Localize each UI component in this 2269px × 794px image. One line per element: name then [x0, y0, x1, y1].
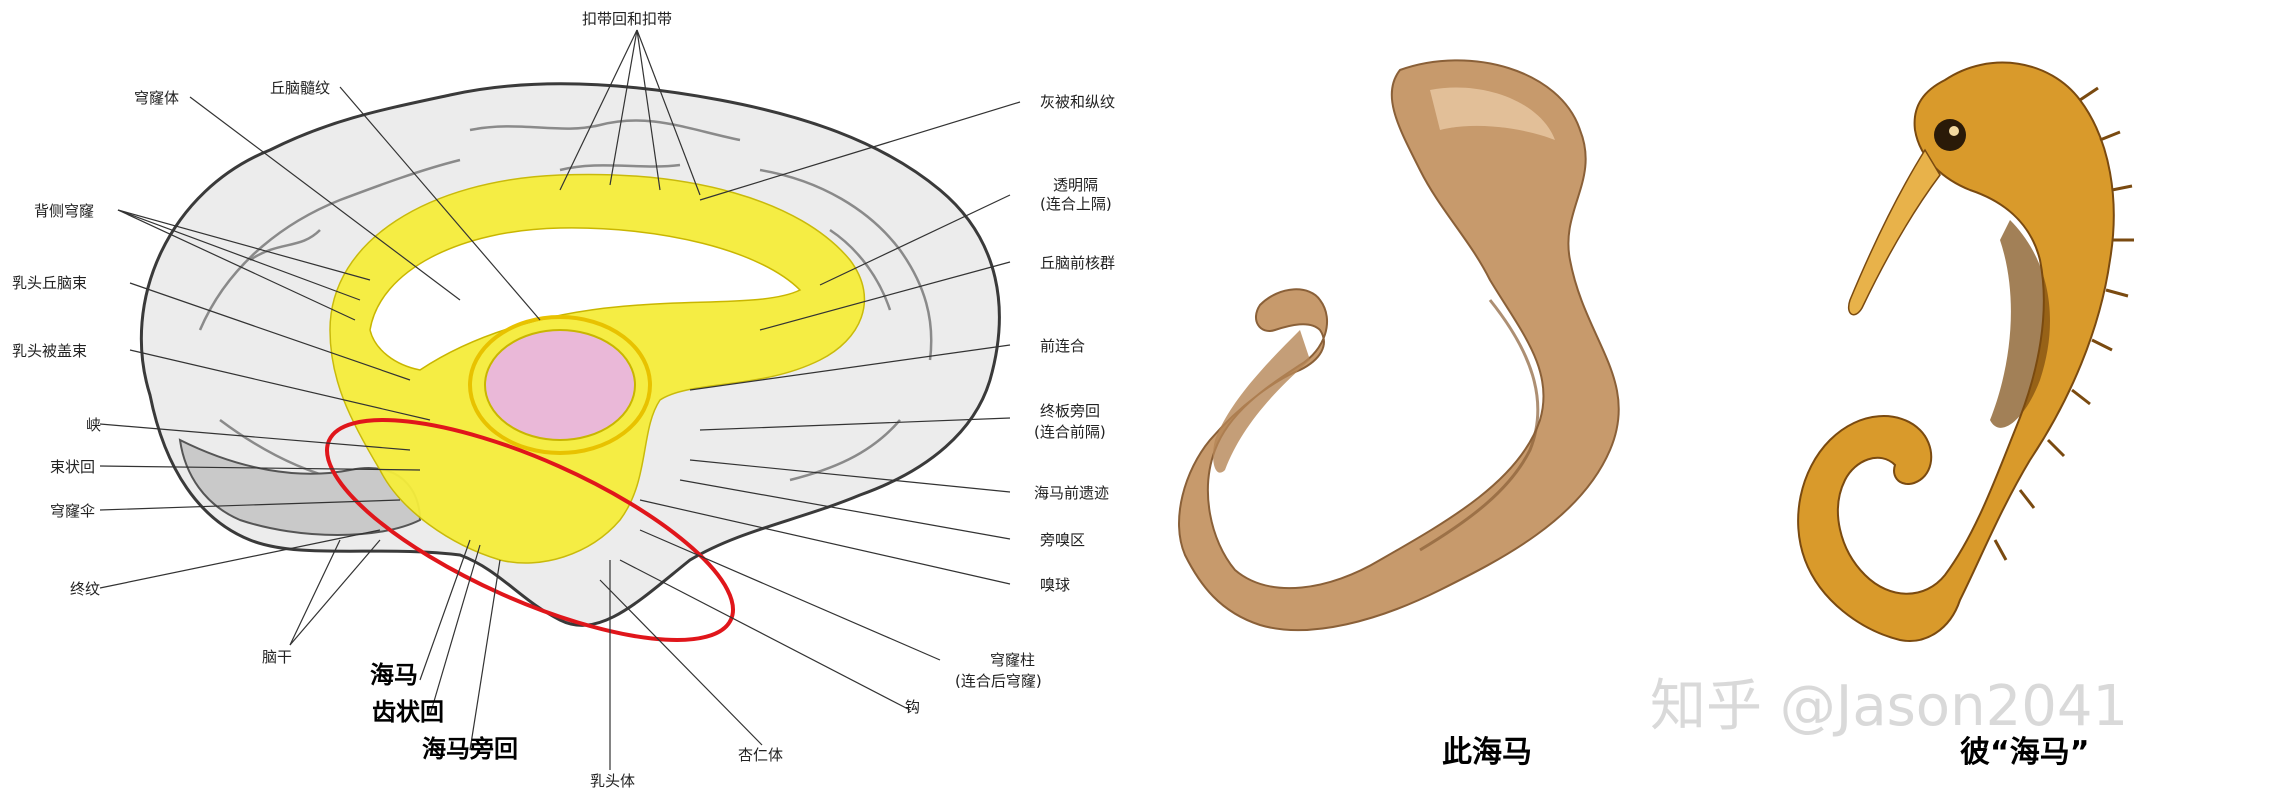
caption-this-hippocampus: 此海马: [1442, 735, 1532, 770]
label-fornix-body: 穹窿体: [134, 89, 179, 107]
corpus-callosum: [369, 227, 802, 371]
label-cingulate: 扣带回和扣带: [582, 10, 672, 28]
brainstem-region: [178, 438, 422, 536]
label-fornix-column-sub: (连合后穹窿): [955, 672, 1042, 690]
brain-diagram: 扣带回和扣带 穹窿体 丘脑髓纹 背侧穹窿 乳头丘脑束 乳头被盖束 峡 束状回 穹…: [12, 10, 1115, 790]
label-anterior-commissure: 前连合: [1040, 337, 1085, 355]
specimen-body: [1178, 59, 1620, 632]
label-indusium: 灰被和纵纹: [1040, 93, 1115, 111]
label-paraterminal: 终板旁回: [1040, 402, 1100, 420]
label-septum-sub: (连合上隔): [1040, 195, 1112, 213]
hippocampus-specimen: 此海马: [1178, 59, 1620, 770]
label-stria-terminalis: 终纹: [70, 580, 100, 598]
seahorse-spines: [1993, 86, 2134, 561]
leader-lines: [99, 29, 1021, 770]
thalamus: [484, 329, 636, 441]
seahorse-dark-belly: [1990, 220, 2050, 428]
label-fornix-column: 穹窿柱: [990, 651, 1035, 669]
label-mammillothalamic: 乳头丘脑束: [12, 274, 87, 292]
label-fornix-crus: 穹窿伞: [50, 502, 95, 520]
label-dentate-gyrus: 齿状回: [372, 698, 444, 726]
seahorse-photo: 彼“海马”: [1797, 61, 2134, 770]
specimen-fold: [1419, 299, 1540, 552]
thalamus-rim: [468, 315, 652, 455]
label-hippocampal-rudiment: 海马前遗迹: [1034, 484, 1109, 502]
label-parahippocampal: 海马旁回: [422, 735, 518, 763]
hippocampus-highlight-ring: [325, 418, 735, 642]
specimen-tail: [1213, 330, 1310, 473]
watermark: 知乎 @Jason2041: [1650, 674, 2128, 739]
label-septum: 透明隔: [1053, 176, 1098, 194]
label-olfactory-area: 旁嗅区: [1040, 531, 1085, 549]
label-mammillotegmental: 乳头被盖束: [12, 342, 87, 360]
label-uncus: 钩: [905, 698, 920, 716]
label-amygdala: 杏仁体: [738, 746, 783, 764]
label-hippocampus: 海马: [370, 661, 418, 689]
label-isthmus: 峡: [86, 416, 101, 434]
label-paraterminal-sub: (连合前隔): [1034, 423, 1106, 441]
seahorse-eye: [1934, 119, 1966, 151]
label-thalamic-stria: 丘脑髓纹: [270, 79, 330, 97]
seahorse-eye-shine: [1949, 126, 1959, 136]
label-anterior-thalamic: 丘脑前核群: [1040, 254, 1115, 272]
label-olfactory-bulb: 嗅球: [1040, 576, 1070, 594]
gyri-texture: [198, 119, 933, 482]
label-dorsal-fornix: 背侧穹窿: [34, 202, 94, 220]
label-mammillary-body: 乳头体: [590, 772, 635, 790]
label-brainstem: 脑干: [262, 648, 292, 666]
caption-that-hippocampus: 彼“海马”: [1960, 735, 2089, 770]
label-fasciolar: 束状回: [50, 458, 95, 476]
specimen-highlight: [1430, 87, 1555, 140]
seahorse-snout: [1848, 148, 1941, 316]
